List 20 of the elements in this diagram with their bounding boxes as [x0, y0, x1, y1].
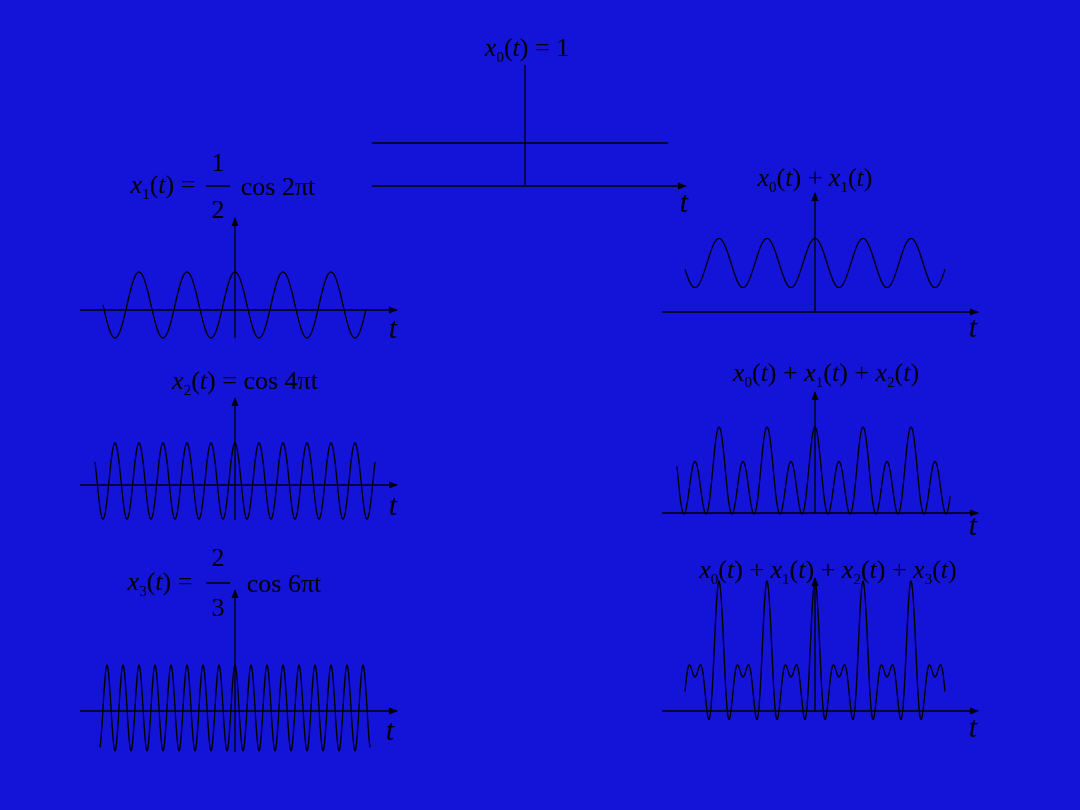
formula-label: x$_{0}$(t) + x$_{1}$(t) + x$_{2}$(t) [732, 359, 920, 391]
fraction-digit: 2 [211, 545, 225, 571]
fraction-digit: 2 [211, 197, 225, 223]
formula-label: x$_{0}$(t) + x$_{1}$(t) [757, 164, 873, 196]
axis-label: t [385, 715, 395, 745]
axis-label: t [388, 490, 398, 520]
formula-label: x$_{3}$(t) = [127, 568, 193, 600]
formula-label: x$_{1}$(t) = [130, 171, 196, 203]
formula-label: x$_{0}$(t) + x$_{1}$(t) + x$_{2}$(t) + x$_{3}$(t) [699, 556, 957, 588]
fraction-digit: 1 [211, 150, 225, 176]
axis-label: t [388, 313, 398, 343]
axis-label: t [679, 187, 689, 217]
axis-label: t [968, 312, 978, 342]
axis-label: t [968, 510, 978, 540]
axis-label: t [968, 712, 978, 742]
formula-label: cos 2πt [240, 174, 316, 200]
formula-label: x$_{2}$(t) = cos 4πt [172, 367, 318, 399]
formula-label: x$_{0}$(t) = 1 [484, 34, 570, 66]
fraction-digit: 3 [211, 595, 225, 621]
formula-label: cos 6πt [246, 571, 322, 597]
